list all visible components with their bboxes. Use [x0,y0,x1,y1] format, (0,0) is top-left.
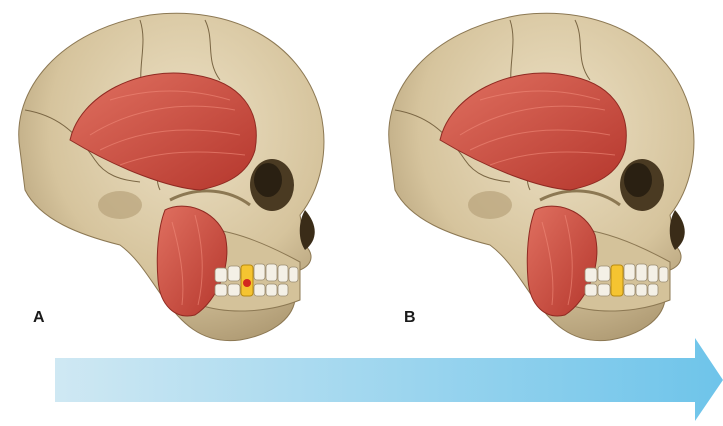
skull-panel-a [19,13,324,340]
panel-label-b: B [404,309,416,327]
direction-arrow [55,338,723,421]
contact-point-marker [243,279,251,287]
panel-label-a: A [33,309,45,327]
skull-panel-b [389,13,694,340]
